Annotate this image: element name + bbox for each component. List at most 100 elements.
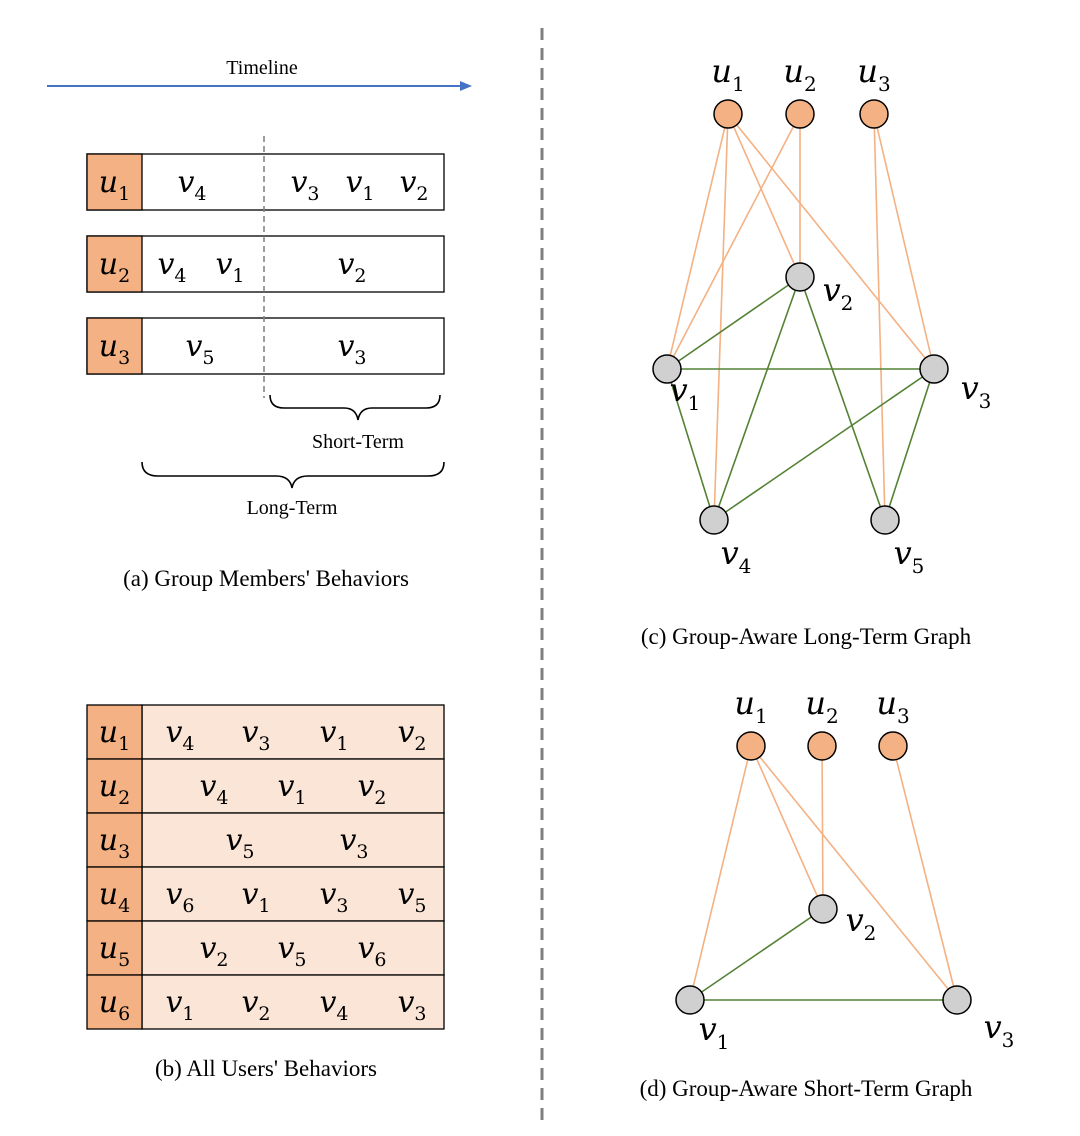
user-item-edge	[727, 113, 801, 278]
item-node-label: v2	[823, 271, 854, 315]
user-cell	[86, 812, 143, 868]
panel-a-caption: (a) Group Members' Behaviors	[123, 566, 409, 591]
item-item-edge	[713, 276, 801, 521]
item-label: v5	[185, 329, 214, 369]
user-label: u3	[99, 329, 130, 369]
panel-d-caption: (d) Group-Aware Short-Term Graph	[640, 1076, 973, 1101]
user-node	[878, 731, 908, 761]
user-item-edge	[750, 745, 824, 910]
behavior-row	[86, 153, 445, 211]
item-node-label: v1	[670, 371, 701, 415]
user-label: u2	[99, 247, 130, 287]
item-label: v1	[215, 247, 244, 287]
item-node-label: v2	[846, 901, 877, 945]
item-node-label: v3	[961, 369, 992, 413]
table-row	[141, 974, 445, 1030]
item-item-edge	[884, 368, 935, 521]
long-term-label: Long-Term	[247, 497, 338, 519]
user-node-label: u2	[783, 52, 816, 96]
panel-d-edges	[689, 745, 958, 1001]
item-label: v4	[319, 985, 348, 1025]
item-node	[675, 985, 705, 1015]
item-label: v2	[241, 985, 270, 1025]
user-node	[736, 731, 766, 761]
item-item-edge	[689, 908, 824, 1001]
behavior-row	[86, 317, 445, 375]
table-row	[141, 866, 445, 922]
user-item-edge	[713, 113, 729, 521]
item-label: v5	[397, 877, 426, 917]
user-node-label: u3	[857, 52, 890, 96]
item-node	[699, 505, 729, 535]
item-label: v2	[357, 769, 386, 809]
user-node-label: u1	[734, 684, 767, 728]
short-term-brace	[269, 394, 441, 421]
user-item-edge	[873, 113, 935, 370]
item-label: v3	[397, 985, 426, 1025]
user-item-edge	[666, 113, 801, 370]
timeline-label: Timeline	[226, 57, 298, 79]
item-label: v2	[399, 165, 428, 205]
item-label: v1	[277, 769, 306, 809]
item-label: v2	[337, 247, 366, 287]
panel-c-edges	[666, 113, 935, 521]
item-label: v4	[177, 165, 206, 205]
item-node-label: v3	[984, 1008, 1015, 1052]
item-label: v3	[339, 823, 368, 863]
item-item-edge	[713, 368, 935, 521]
panel-c-caption: (c) Group-Aware Long-Term Graph	[641, 624, 972, 649]
user-node	[785, 99, 815, 129]
item-label: v3	[241, 715, 270, 755]
user-cell	[86, 235, 143, 293]
user-node-label: u3	[876, 684, 909, 728]
user-item-edge	[892, 745, 958, 1001]
long-term-brace	[141, 461, 445, 489]
item-label: v5	[225, 823, 254, 863]
item-label: v1	[165, 985, 194, 1025]
item-label: v6	[357, 931, 386, 971]
user-label: u1	[99, 715, 130, 755]
table-row	[141, 758, 445, 814]
user-label: u6	[99, 985, 130, 1025]
item-label: v2	[397, 715, 426, 755]
item-label: v3	[337, 329, 366, 369]
item-label: v6	[165, 877, 194, 917]
item-label: v3	[319, 877, 348, 917]
item-label: v1	[345, 165, 374, 205]
user-label: u2	[99, 769, 130, 809]
user-item-edge	[873, 113, 886, 521]
item-label: v4	[165, 715, 194, 755]
panel-b-caption: (b) All Users' Behaviors	[155, 1056, 377, 1081]
user-item-edge	[750, 745, 958, 1001]
user-item-edge	[727, 113, 935, 370]
item-label: v2	[199, 931, 228, 971]
user-node-label: u2	[805, 684, 838, 728]
item-node	[919, 354, 949, 384]
user-cell	[86, 920, 143, 976]
user-label: u4	[99, 877, 130, 917]
item-label: v4	[157, 247, 186, 287]
item-item-edge	[799, 276, 886, 521]
item-node	[785, 262, 815, 292]
short-term-label: Short-Term	[312, 431, 404, 453]
item-item-edge	[666, 368, 715, 521]
behavior-row	[86, 235, 445, 293]
item-label: v3	[290, 165, 319, 205]
user-node	[807, 731, 837, 761]
item-label: v1	[241, 877, 270, 917]
user-node	[859, 99, 889, 129]
item-node	[870, 505, 900, 535]
user-label: u5	[99, 931, 130, 971]
table-row	[141, 812, 445, 868]
user-cell	[86, 974, 143, 1030]
user-label: u1	[99, 165, 130, 205]
user-item-edge	[666, 113, 729, 370]
item-node-label: v5	[894, 534, 925, 578]
